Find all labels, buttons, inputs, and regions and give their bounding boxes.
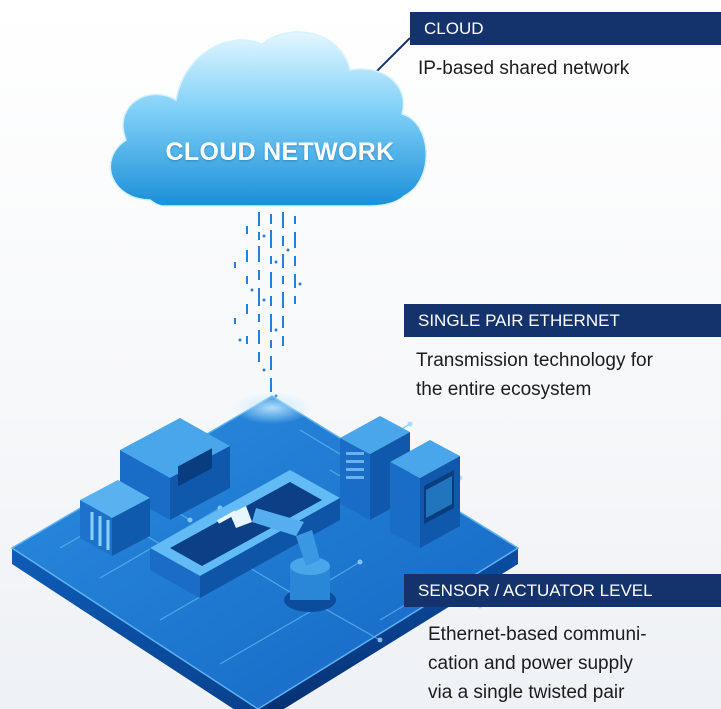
callout-desc-sensor-line3: via a single twisted pair xyxy=(428,682,625,703)
robot-arm xyxy=(217,506,336,612)
factory-platform xyxy=(10,392,520,709)
callout-tag-cloud: CLOUD xyxy=(410,12,721,45)
control-cabinet-left xyxy=(120,418,230,520)
cloud-label: CLOUD NETWORK xyxy=(165,138,395,166)
callout-desc-cloud: IP-based shared network xyxy=(418,58,630,79)
control-cabinet-right xyxy=(340,416,460,548)
cloud-icon xyxy=(109,31,427,207)
data-stream xyxy=(234,212,302,398)
callout-desc-sensor-line2: cation and power supply xyxy=(428,653,633,674)
callout-tag-sensor: SENSOR / ACTUATOR LEVEL xyxy=(404,574,721,607)
callout-desc-spe-line1: Transmission technology for xyxy=(416,350,653,371)
callout-desc-sensor-line1: Ethernet-based communi- xyxy=(428,624,647,645)
pump-machine xyxy=(80,480,150,556)
callout-tag-spe: SINGLE PAIR ETHERNET xyxy=(404,304,721,337)
callout-desc-spe-line2: the entire ecosystem xyxy=(416,379,592,400)
